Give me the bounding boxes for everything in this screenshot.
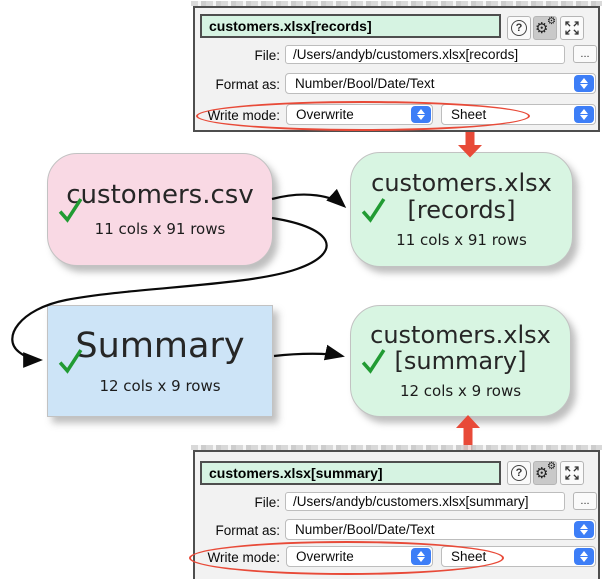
node-stats: 12 cols x 9 rows [399,382,522,401]
node-customers-csv[interactable]: customers.csv 11 cols x 91 rows [47,153,273,266]
expand-arrows-icon [565,466,579,480]
node-title: customers.xlsx [records] [371,169,552,224]
format-as-dropdown[interactable]: Number/Bool/Date/Text [285,519,596,540]
write-mode-value: Overwrite [296,549,354,564]
expand-button[interactable] [560,461,584,485]
edge-summary-to-output [273,344,345,361]
question-icon: ? [511,465,527,481]
file-path-input[interactable]: /Users/andyb/customers.xlsx[records] [285,45,565,64]
settings-button[interactable]: ⚙⚙ [533,461,557,485]
write-mode-label: Write mode: [207,108,280,123]
sheet-mode-value: Sheet [451,107,487,122]
check-icon [361,349,386,374]
file-label: File: [254,495,280,510]
stepper-icon [574,548,594,565]
sheet-mode-value: Sheet [451,549,487,564]
stepper-icon [411,548,431,565]
write-mode-dropdown[interactable]: Overwrite [286,104,433,125]
browse-button[interactable]: ... [573,45,597,63]
check-icon [58,349,83,374]
help-button[interactable]: ? [507,461,531,485]
gear-icon: ⚙⚙ [535,461,556,482]
stepper-icon [574,106,594,123]
node-stats: 12 cols x 9 rows [99,376,221,395]
output-name-field[interactable]: customers.xlsx[records] [200,14,501,38]
node-customers-xlsx-summary[interactable]: customers.xlsx [summary] 12 cols x 9 row… [350,305,571,417]
format-as-label: Format as: [215,523,280,538]
node-customers-xlsx-records[interactable]: customers.xlsx [records] 11 cols x 91 ro… [350,152,573,267]
node-title: customers.xlsx [summary] [370,320,551,375]
expand-button[interactable] [560,16,584,40]
output-panel-summary: customers.xlsx[summary] ? ⚙⚙ File: /User… [189,445,602,579]
question-icon: ? [511,20,527,36]
help-button[interactable]: ? [507,16,531,40]
node-title: customers.csv [66,179,254,210]
stepper-icon [411,106,431,123]
output-name-field[interactable]: customers.xlsx[summary] [200,461,501,485]
file-label: File: [254,48,280,63]
gear-icon: ⚙⚙ [535,16,556,37]
browse-button[interactable]: ... [573,492,597,510]
edge-csv-to-records [271,188,347,208]
node-stats: 11 cols x 91 rows [396,230,527,249]
stepper-icon [574,521,594,538]
sheet-mode-dropdown[interactable]: Sheet [441,546,596,567]
node-stats: 11 cols x 91 rows [94,220,226,239]
write-mode-label: Write mode: [207,550,280,565]
check-icon [361,197,386,223]
output-panel-records: customers.xlsx[records] ? ⚙⚙ File: /User… [191,1,602,132]
write-mode-value: Overwrite [296,107,354,122]
node-summary[interactable]: Summary 12 cols x 9 rows [47,305,273,417]
format-as-value: Number/Bool/Date/Text [295,522,435,537]
stepper-icon [574,75,594,92]
expand-arrows-icon [565,21,579,35]
write-mode-dropdown[interactable]: Overwrite [286,546,433,567]
sheet-mode-dropdown[interactable]: Sheet [441,104,596,125]
node-title: Summary [75,326,245,367]
file-path-input[interactable]: /Users/andyb/customers.xlsx[summary] [285,492,565,511]
settings-button[interactable]: ⚙⚙ [533,16,557,40]
format-as-label: Format as: [215,77,280,92]
format-as-value: Number/Bool/Date/Text [295,76,435,91]
format-as-dropdown[interactable]: Number/Bool/Date/Text [285,73,596,94]
check-icon [58,197,83,223]
